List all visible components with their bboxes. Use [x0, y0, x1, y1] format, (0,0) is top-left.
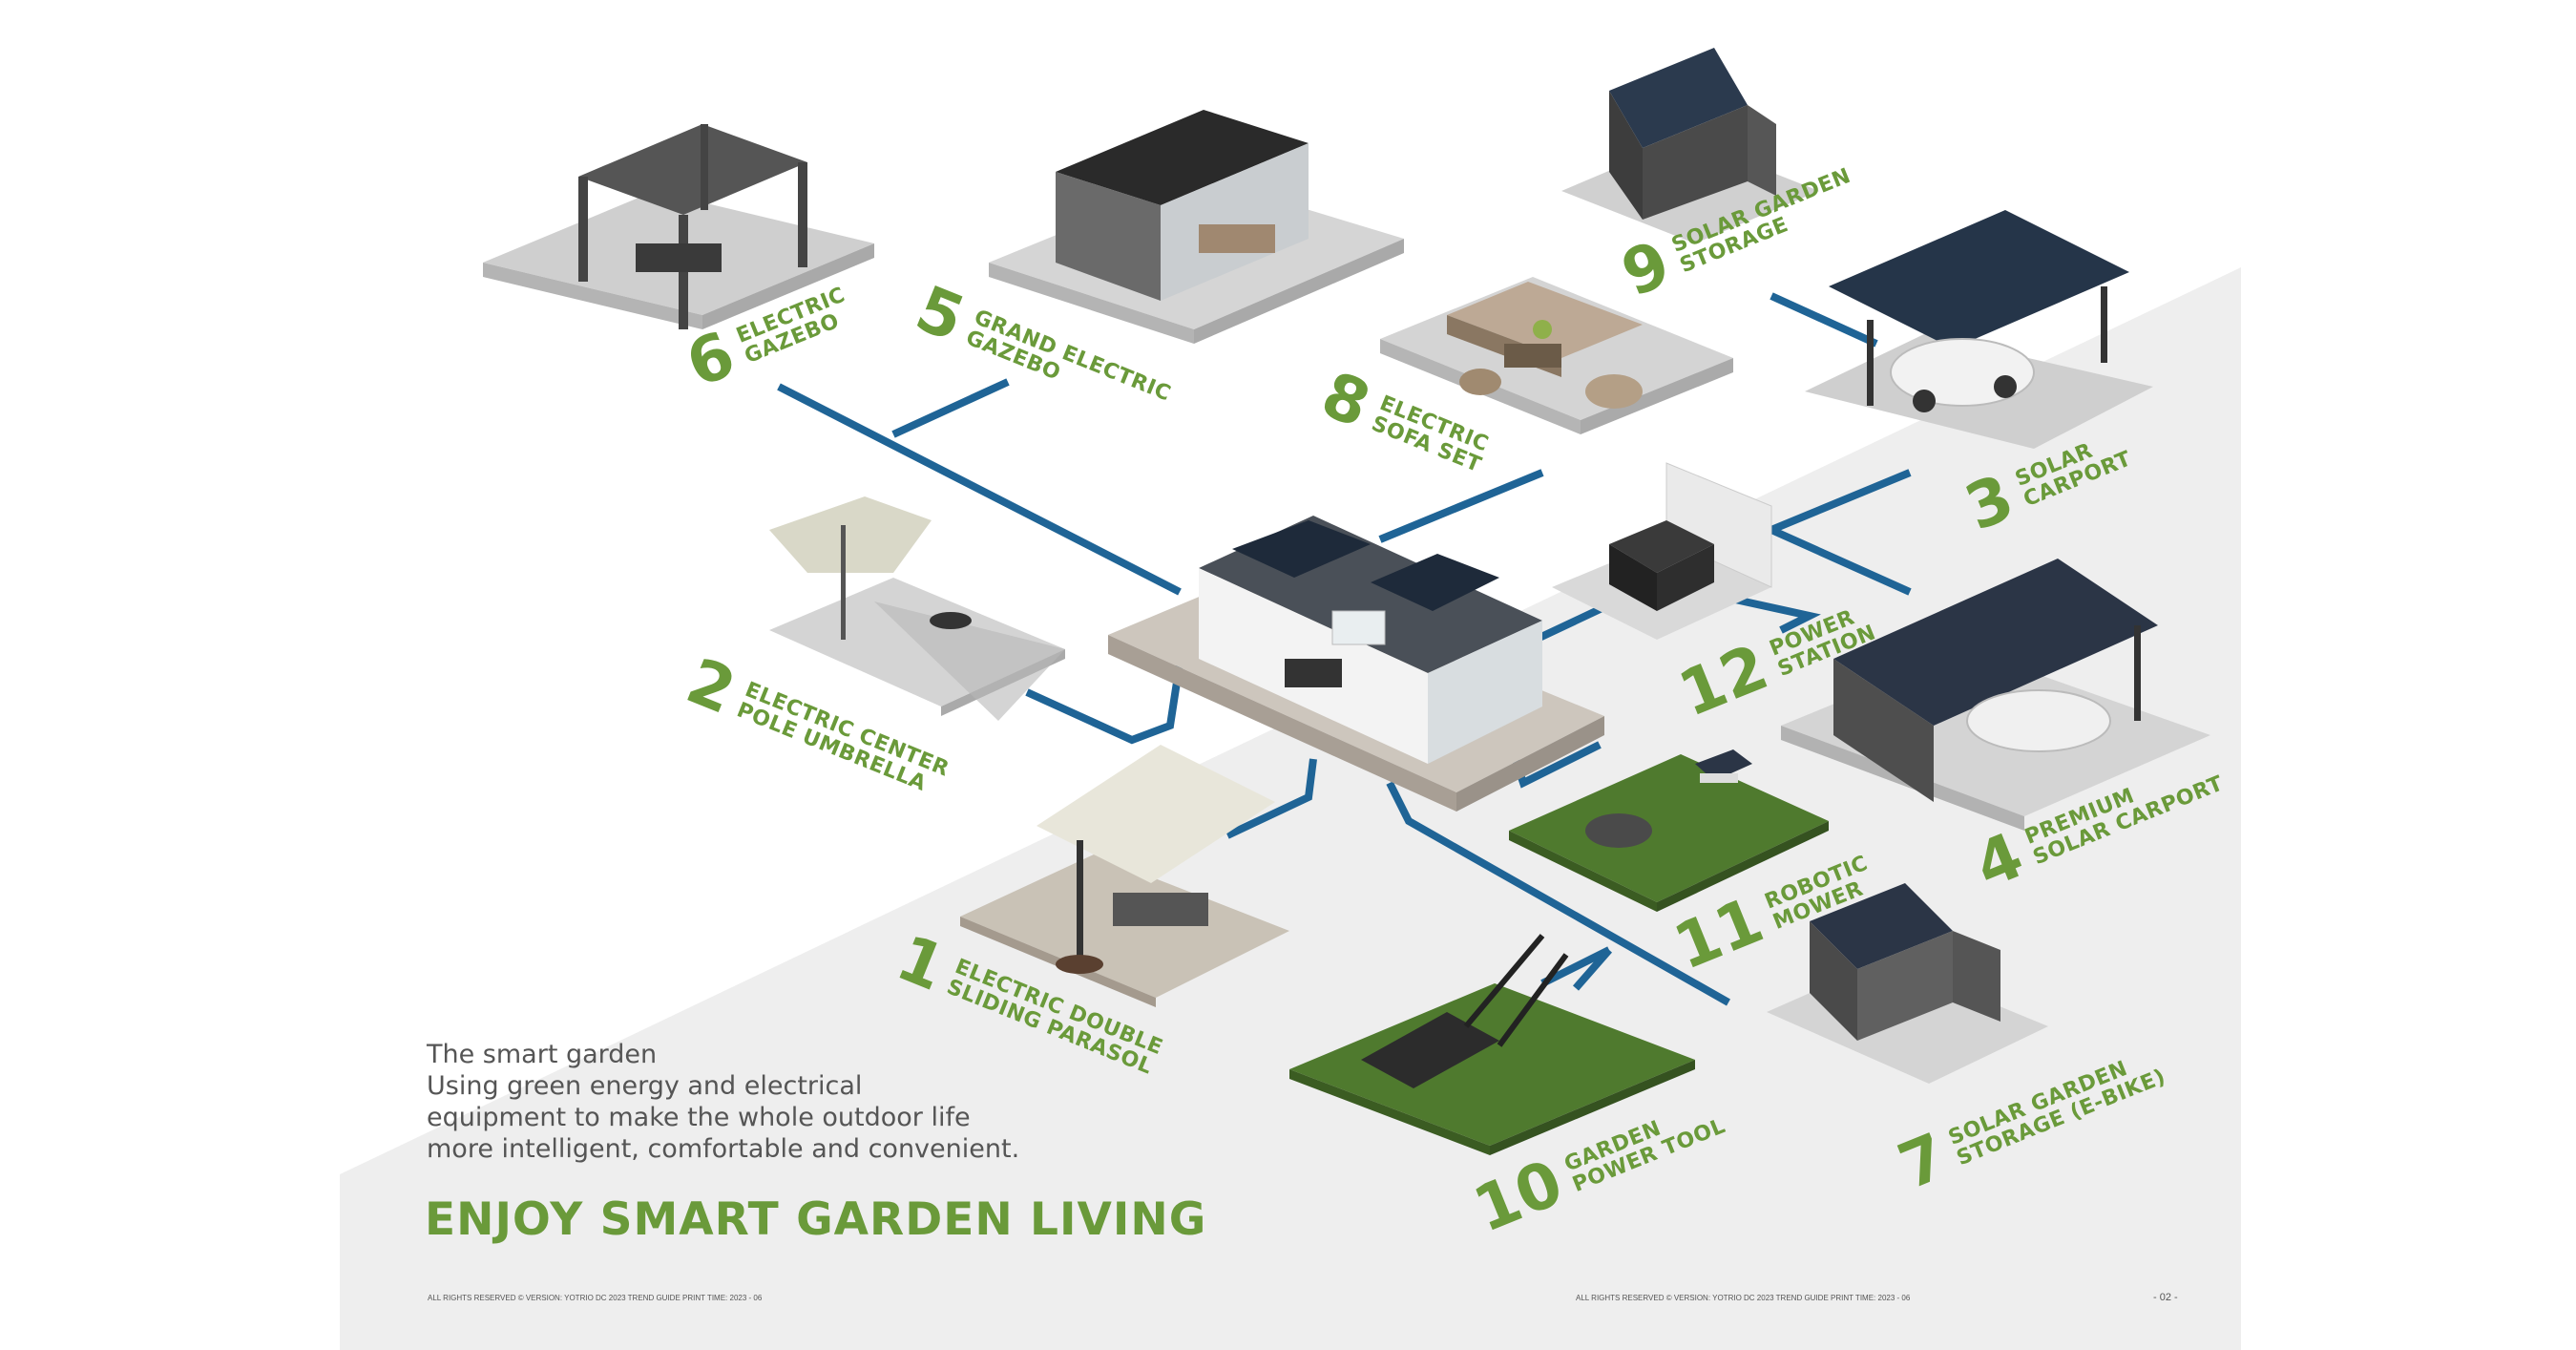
connector-lines — [777, 292, 1912, 1006]
robotic-mower-illustration — [1509, 749, 1829, 912]
page-number: - 02 - — [2153, 1292, 2178, 1303]
electric-sofa-set-illustration — [1380, 277, 1733, 434]
electric-gazebo-illustration — [483, 124, 874, 329]
grand-electric-gazebo-illustration — [989, 110, 1404, 344]
intro-paragraph: The smart garden Using green energy and … — [427, 1040, 1020, 1164]
page-headline: ENJOY SMART GARDEN LIVING — [425, 1193, 1207, 1246]
solar-garden-storage-ebike-illustration — [1767, 883, 2048, 1084]
solar-garden-storage-illustration — [1561, 48, 1819, 243]
footer-left: ALL RIGHTS RESERVED © VERSION: YOTRIO DC… — [428, 1294, 763, 1302]
garden-illustration — [483, 48, 2210, 1155]
power-station-illustration — [1552, 462, 1772, 640]
smart-house-illustration — [1108, 516, 1604, 812]
garden-power-tool-illustration — [1289, 934, 1695, 1155]
footer-right: ALL RIGHTS RESERVED © VERSION: YOTRIO DC… — [1576, 1294, 1911, 1302]
electric-double-sliding-parasol-illustration — [960, 745, 1289, 1007]
premium-solar-carport-illustration — [1781, 559, 2210, 831]
solar-carport-illustration — [1805, 210, 2153, 449]
electric-center-pole-umbrella-illustration — [769, 496, 1065, 721]
